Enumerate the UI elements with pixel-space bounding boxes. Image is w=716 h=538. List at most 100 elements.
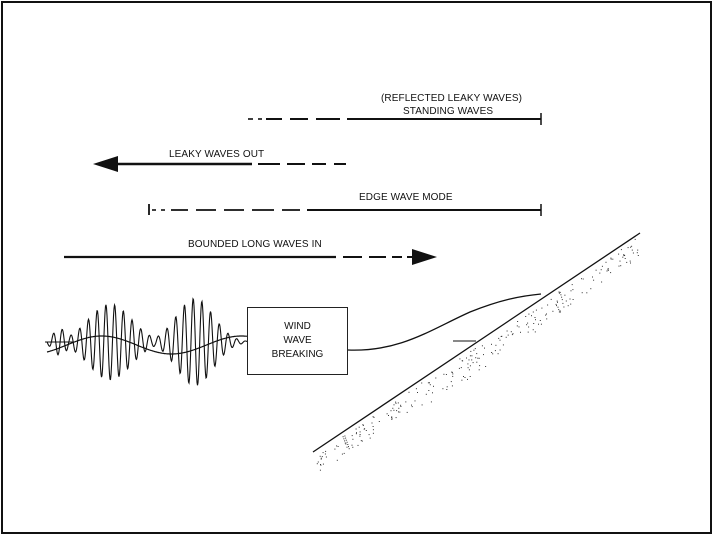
sand-dot — [435, 377, 437, 379]
sand-dot — [395, 417, 397, 419]
sand-dot — [533, 323, 535, 324]
sand-dot — [637, 255, 639, 256]
sand-dot — [320, 457, 322, 459]
sand-dot — [586, 292, 588, 294]
box-line-3: BREAKING — [271, 349, 324, 360]
sand-dot — [373, 416, 375, 418]
sand-dot — [626, 261, 628, 263]
sand-dot — [391, 418, 393, 420]
sand-dot — [415, 388, 417, 390]
sand-dot — [411, 406, 413, 408]
sand-dot — [344, 442, 346, 444]
sand-dot — [345, 443, 347, 445]
label-edge-wave-mode: EDGE WAVE MODE — [359, 192, 453, 203]
sand-dot — [343, 452, 345, 454]
sand-dot — [607, 269, 609, 271]
sand-dot — [607, 268, 609, 270]
sand-dot — [565, 300, 567, 302]
sand-dot — [605, 261, 607, 263]
sand-dot — [592, 276, 593, 278]
sand-dot — [320, 458, 322, 460]
sand-dot — [600, 269, 602, 271]
sand-dot — [512, 333, 514, 335]
sand-dot — [471, 355, 473, 357]
sand-dot — [393, 404, 395, 406]
sand-dot — [497, 353, 499, 355]
sand-dot — [359, 435, 361, 437]
sand-dot — [451, 371, 453, 373]
sand-dot — [391, 417, 393, 418]
long-wave-curve — [46, 335, 248, 355]
sand-dot — [393, 409, 395, 411]
sand-dot — [502, 344, 504, 346]
sand-dot — [408, 391, 410, 393]
sand-dot — [336, 445, 338, 447]
sand-dot — [624, 255, 626, 256]
leaky-waves-arrowhead — [93, 156, 118, 172]
sand-dot — [632, 252, 634, 254]
sand-dot — [475, 357, 477, 359]
sand-dot — [538, 323, 539, 325]
sand-dot — [479, 365, 481, 367]
sand-dot — [555, 303, 557, 305]
sand-dot — [433, 385, 434, 387]
sand-dot — [564, 294, 566, 296]
sand-dot — [481, 345, 483, 347]
sand-dot — [495, 344, 497, 346]
sand-dot — [345, 437, 347, 439]
sand-dot — [320, 464, 321, 465]
sand-dot — [388, 415, 389, 416]
sand-dot — [324, 453, 326, 455]
sand-dot — [610, 257, 612, 259]
sand-dot — [618, 265, 620, 267]
sand-dot — [464, 377, 466, 378]
edge-wave-mode-line — [148, 204, 542, 216]
sand-dot — [581, 278, 582, 280]
sand-dot — [526, 324, 528, 326]
sand-dot — [417, 392, 418, 393]
sand-dot — [322, 463, 324, 465]
sand-dot — [572, 289, 574, 291]
sand-dot — [570, 290, 572, 292]
sand-dot — [319, 455, 321, 457]
sand-dot — [322, 452, 324, 454]
sand-dot — [527, 331, 529, 333]
sand-dot — [368, 434, 370, 436]
sand-dot — [470, 350, 472, 352]
sand-dot — [527, 322, 529, 324]
sand-dot — [458, 367, 460, 369]
sand-dot — [500, 336, 502, 337]
sand-dot — [344, 440, 346, 442]
sand-dot — [446, 389, 448, 390]
sand-dot — [414, 400, 416, 402]
sand-dot — [570, 303, 572, 305]
sand-dot — [630, 246, 632, 248]
sand-dot — [557, 306, 559, 308]
sand-dot — [468, 359, 470, 361]
standing-waves-arrow — [248, 113, 542, 125]
sand-dot — [469, 365, 471, 367]
sand-dot — [593, 279, 595, 281]
sand-dot — [451, 371, 453, 373]
sand-dot — [520, 331, 521, 333]
sand-dot — [352, 446, 354, 448]
sand-dot — [546, 318, 548, 320]
sand-dot — [406, 411, 408, 413]
sand-dot — [472, 362, 474, 364]
sand-dot — [567, 305, 569, 307]
sand-dot — [476, 353, 478, 355]
sand-dot — [491, 352, 493, 353]
sand-dot — [562, 302, 564, 304]
sand-dot — [559, 311, 561, 313]
sand-dot — [547, 304, 549, 306]
sand-dot — [556, 305, 557, 307]
sand-dot — [356, 432, 357, 434]
label-reflected-leaky-waves: (REFLECTED LEAKY WAVES) — [381, 93, 523, 104]
sand-dot — [535, 309, 537, 311]
sand-dot — [372, 416, 374, 418]
sand-dot — [372, 426, 374, 427]
sand-dot — [446, 386, 448, 388]
sand-dot — [518, 326, 520, 328]
box-line-1: WIND — [284, 321, 311, 332]
sand-dot — [606, 270, 608, 272]
